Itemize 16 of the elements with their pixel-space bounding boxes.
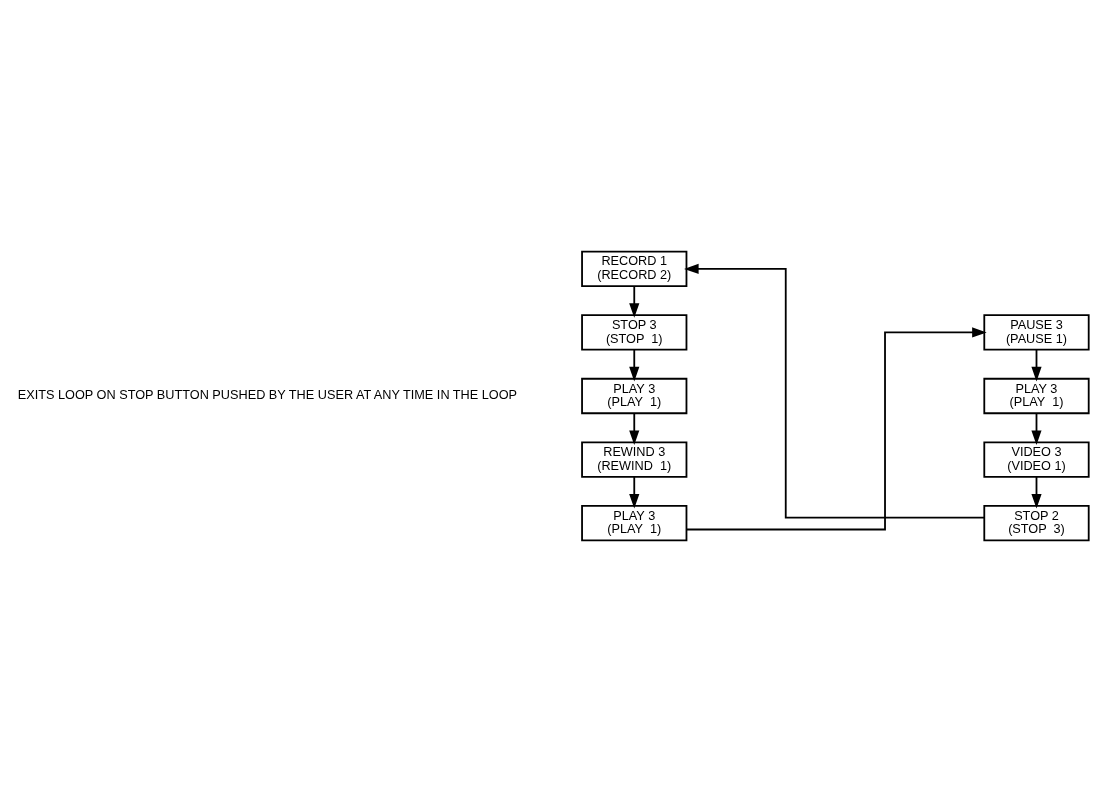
node-box: PAUSE 3 (PAUSE 1) [983, 314, 1090, 351]
arrow [629, 285, 640, 318]
arrow [629, 476, 640, 509]
node-box: VIDEO 3 (VIDEO 1) [983, 441, 1090, 478]
node-box: REWIND 3 (REWIND 1) [581, 441, 688, 478]
node-box: PLAY 3 (PLAY 1) [581, 504, 688, 542]
arrow [685, 327, 987, 531]
node-box: STOP 2 (STOP 3) [983, 504, 1090, 542]
arrow [684, 263, 986, 519]
node-box: PLAY 3 (PLAY 1) [983, 377, 1090, 415]
node-box: RECORD 1 (RECORD 2) [581, 250, 688, 288]
node-box: PLAY 3 (PLAY 1) [581, 377, 688, 415]
label: EXITS LOOP ON STOP BUTTON PUSHED BY THE USER AT ANY TIME IN THE LOOP [17, 387, 518, 403]
arrow [629, 412, 640, 445]
arrow [629, 348, 640, 382]
node-box: STOP 3 (STOP 1) [581, 314, 688, 351]
